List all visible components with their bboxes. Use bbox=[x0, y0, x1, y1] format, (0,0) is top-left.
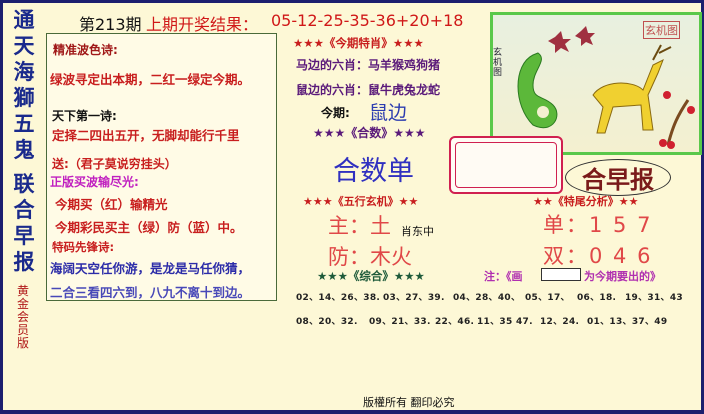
number-group: 04、28、40、 bbox=[453, 293, 521, 303]
number-group: 06、18. bbox=[577, 293, 617, 303]
this-issue-value: 鼠边 bbox=[369, 102, 408, 124]
title-char: 通 bbox=[13, 8, 35, 32]
poem-send: 送:（君子莫说穷挂头） bbox=[52, 157, 177, 171]
number-group: 11、35 47. bbox=[477, 317, 533, 327]
poem-title: 天下第一诗: bbox=[52, 109, 117, 123]
rat-side-zodiac: 鼠边的六肖：鼠牛虎兔龙蛇 bbox=[296, 83, 441, 97]
side-label: 玄机图 bbox=[493, 48, 503, 78]
title-char: 联 bbox=[13, 172, 35, 196]
title-char: 海 bbox=[13, 60, 35, 84]
tail-title: ★★《特尾分析》★★ bbox=[533, 195, 639, 208]
poem-box bbox=[46, 33, 277, 301]
title-char: 报 bbox=[13, 250, 35, 274]
number-group: 01、13、37、49 bbox=[587, 317, 668, 327]
poem-line: 定择二四出五开，无脚却能行千里 bbox=[52, 128, 240, 143]
poem-line: 今期买（红）输精光 bbox=[55, 197, 168, 212]
poem-title: 精准波色诗: bbox=[53, 43, 118, 57]
wuxing-guard: 防：木火 bbox=[328, 245, 412, 269]
note-prefix: 注：《画 bbox=[484, 270, 523, 283]
wuxing-title: ★★★《五行玄机》★★ bbox=[303, 195, 419, 208]
heshu-title: ★★★《合数》★★★ bbox=[313, 126, 426, 140]
poem-line: 海阔天空任你游，是龙是马任你猜， bbox=[50, 261, 251, 276]
horse-side-zodiac: 马边的六肖：马羊猴鸡狗猪 bbox=[296, 58, 441, 72]
note-box bbox=[541, 268, 581, 281]
title-char: 五 bbox=[13, 112, 35, 136]
this-issue-label: 今期: bbox=[321, 106, 350, 120]
title-char: 獅 bbox=[13, 86, 35, 110]
member-edition-label: 黄金会员版 bbox=[16, 284, 29, 350]
wuxing-overlay: 肖东中 bbox=[401, 225, 434, 238]
result-numbers: 05-12-25-35-36+20+18 bbox=[271, 11, 464, 30]
deer-picture bbox=[517, 26, 695, 149]
number-group: 08、20、32. bbox=[296, 317, 358, 327]
poem-line: 今期彩民买主（绿）防（蓝）中。 bbox=[55, 220, 243, 235]
seal-stamp: 玄机图 bbox=[643, 21, 680, 39]
wuxing-main: 主：土 bbox=[328, 214, 391, 238]
tail-double: 双：0 4 6 bbox=[543, 244, 653, 268]
title-char: 天 bbox=[13, 34, 35, 58]
poem-title: 正版买波输尽光: bbox=[50, 175, 139, 189]
poem-title: 特码先锋诗: bbox=[52, 240, 115, 254]
zonghe-title: ★★★《综合》★★★ bbox=[317, 269, 425, 283]
poem-line: 绿波寻定出本期，二红一绿定今期。 bbox=[50, 72, 251, 87]
title-char: 鬼 bbox=[13, 138, 35, 162]
note-suffix: 为今期要出的》 bbox=[584, 270, 661, 283]
marked-box bbox=[449, 136, 563, 194]
title-char: 早 bbox=[13, 224, 35, 248]
issue-number: 第213期 bbox=[79, 15, 142, 34]
poem-line: 二合三看四六到，八九不离十到边。 bbox=[50, 285, 251, 300]
number-group: 05、17、 bbox=[525, 293, 570, 303]
copyright: 版權所有 翻印必究 bbox=[363, 396, 455, 409]
number-group: 02、14、26、38. bbox=[296, 293, 381, 303]
number-group: 19、31、43 bbox=[625, 293, 683, 303]
vertical-title: 通 天 海 獅 五 鬼 联 合 早 报 bbox=[11, 7, 37, 275]
number-group: 22、46. bbox=[435, 317, 475, 327]
zodiac-title: ★★★《今期特肖》★★★ bbox=[293, 36, 424, 50]
number-group: 12、24. bbox=[540, 317, 580, 327]
title-char: 合 bbox=[13, 198, 35, 222]
number-group: 09、21、33. bbox=[369, 317, 431, 327]
tail-single: 单：1 5 7 bbox=[543, 213, 653, 237]
brand-name: 合早报 bbox=[565, 159, 671, 196]
result-label: 上期开奖结果： bbox=[146, 15, 259, 34]
deer-illustration: 玄机图 bbox=[490, 12, 702, 155]
heshu-value: 合数单 bbox=[333, 156, 414, 187]
number-group: 03、27、39. bbox=[383, 293, 445, 303]
